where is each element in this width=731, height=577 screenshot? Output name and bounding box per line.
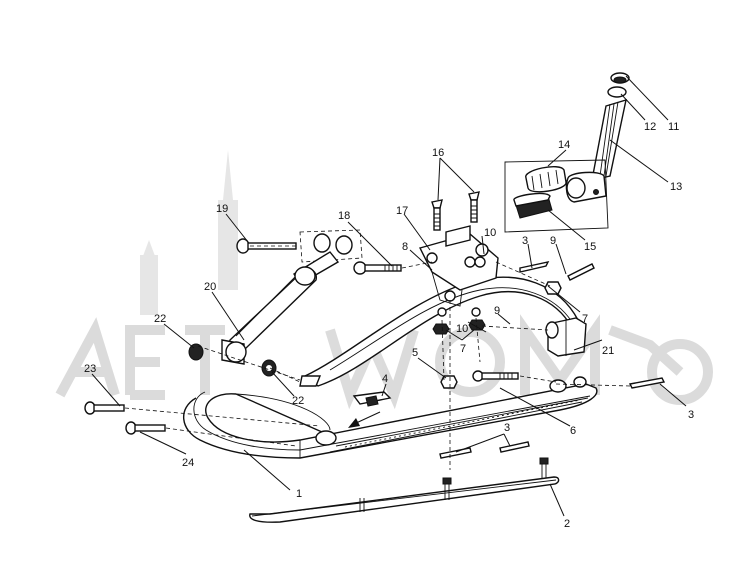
bushing-14 [525,166,567,193]
callout-22-left: 22 [154,313,166,325]
bolt-18 [353,261,402,275]
spindle-bracket [418,225,499,307]
callout-17: 17 [396,205,408,217]
assembly-lines [124,245,631,470]
callout-labels: 1 2 3 3 3 4 5 6 7 7 8 9 9 10 10 11 12 13… [84,121,694,530]
callout-18: 18 [338,210,350,222]
block-21 [545,317,587,357]
callout-10-top: 10 [484,227,496,239]
callout-7-mid: 7 [460,343,466,355]
callout-9-mid: 9 [494,305,500,317]
callout-19: 19 [216,203,228,215]
bolts-16 [431,191,480,231]
callout-6: 6 [570,425,576,437]
shock-mount [299,229,363,263]
watermark-logo [55,150,713,410]
callout-3-bottom: 3 [504,422,510,434]
callout-20: 20 [204,281,216,293]
callout-23: 23 [84,363,96,375]
callout-8: 8 [402,241,408,253]
rubber-block-15 [513,192,553,219]
callout-3-right: 3 [688,409,694,421]
callout-13: 13 [670,181,682,193]
shock-absorber [221,251,340,365]
callout-15: 15 [584,241,596,253]
callout-21: 21 [602,345,614,357]
callout-24: 24 [182,457,194,469]
ski [182,376,598,459]
spindle [504,72,630,233]
callout-2: 2 [564,518,570,530]
leader-lines [91,75,687,517]
direction-arrowhead [348,418,360,428]
callout-22-right: 22 [292,395,304,407]
bolts-23-24 [84,401,166,435]
callout-1: 1 [296,488,302,500]
leaf-spring [299,276,579,387]
callout-11: 11 [668,121,679,133]
callout-10-mid: 10 [456,323,468,335]
callout-12: 12 [644,121,656,133]
callout-4: 4 [382,373,388,385]
hardware [432,256,666,459]
wear-bar [249,457,560,523]
callout-16: 16 [432,147,444,159]
callout-7-right: 7 [582,313,588,325]
callout-5: 5 [412,347,418,359]
callout-9-top: 9 [550,235,556,247]
callout-3-top: 3 [522,235,528,247]
direction-arrow [353,411,381,425]
callout-14: 14 [558,139,570,151]
clip-4 [352,391,392,407]
